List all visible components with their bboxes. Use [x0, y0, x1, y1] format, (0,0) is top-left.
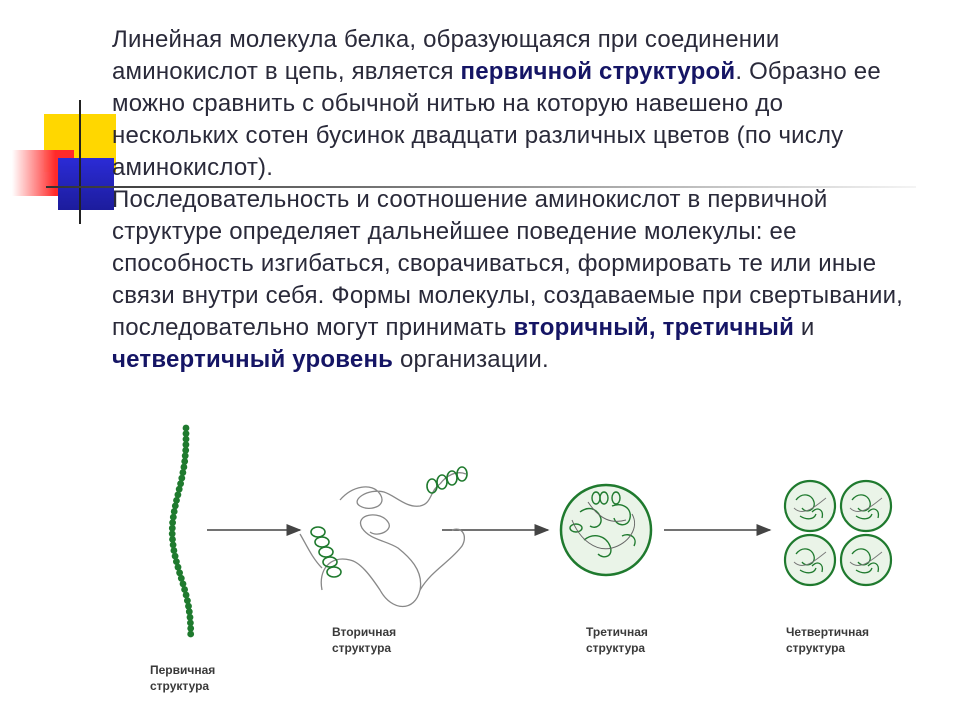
bead [170, 547, 178, 554]
p1-bold-primary: первичной структурой [460, 58, 736, 85]
decor-horizontal-line [46, 186, 916, 188]
caption-secondary-2: структура [332, 641, 391, 655]
bead [171, 502, 179, 510]
bead [168, 524, 176, 532]
p2-bold-tertiary: третичный [662, 314, 795, 341]
caption-tertiary-2: структура [586, 641, 645, 655]
p1-text-c: . Образно ее можно сравнить с обычной ни… [112, 58, 881, 181]
paragraph-2: Последовательность и соотношение аминоки… [112, 184, 912, 376]
caption-quaternary-2: структура [786, 641, 845, 655]
protein-structure-illustration: Первичная структура Вторичная структура … [150, 424, 893, 693]
bead [181, 458, 189, 465]
caption-secondary-1: Вторичная [332, 625, 396, 639]
bead [169, 519, 177, 526]
bead [169, 513, 177, 521]
secondary-structure-illustration [299, 466, 468, 607]
bead [173, 497, 180, 504]
primary-structure-bead-chain [168, 424, 195, 638]
p2-bold-quaternary: четвертичный уровень [112, 346, 394, 373]
bead [169, 536, 176, 543]
bead [187, 619, 194, 627]
caption-tertiary-1: Третичная [586, 625, 648, 639]
decor-vertical-line [79, 100, 81, 224]
bead [174, 563, 182, 571]
caption-quaternary-1: Четвертичная [786, 625, 869, 639]
bead [173, 558, 180, 565]
caption-primary-2: структура [150, 679, 209, 693]
bead [181, 586, 189, 593]
bead [182, 435, 190, 443]
quaternary-subunit [839, 533, 893, 587]
protein-structure-diagram: Первичная структура Вторичная структура … [0, 400, 960, 720]
bead [177, 574, 185, 582]
bead [176, 569, 184, 577]
bead [182, 424, 190, 432]
quaternary-subunit [783, 533, 837, 587]
bead [186, 613, 194, 621]
bead [170, 508, 178, 515]
bead [178, 474, 186, 482]
bead [179, 580, 187, 588]
slide-body-text: Линейная молекула белка, образующаяся пр… [112, 24, 912, 376]
bead [177, 480, 185, 488]
p2-text-c: и [794, 314, 815, 341]
tertiary-structure-illustration [559, 483, 653, 577]
p2-text-a: Последовательность и соотношение аминоки… [112, 186, 904, 341]
bead [182, 441, 190, 449]
bead [180, 463, 188, 471]
bead [184, 597, 191, 604]
bead [185, 602, 192, 610]
quaternary-subunit [783, 479, 837, 533]
bead [187, 630, 195, 638]
bead [174, 491, 182, 499]
p2-space [656, 314, 663, 341]
caption-primary-1: Первичная [150, 663, 215, 677]
paragraph-1: Линейная молекула белка, образующаяся пр… [112, 24, 912, 184]
decor-blue-square [58, 158, 114, 210]
bead [182, 430, 190, 437]
bead [181, 452, 189, 460]
quaternary-subunit [839, 479, 893, 533]
bead [168, 530, 176, 538]
bead [187, 625, 195, 632]
bead [182, 591, 190, 599]
p2-text-d: организации. [393, 346, 549, 373]
bead [169, 541, 177, 549]
p2-bold-secondary: вторичный, [513, 314, 656, 341]
bead [179, 469, 187, 476]
bead [175, 485, 183, 493]
bead [182, 446, 190, 454]
bead [185, 608, 193, 616]
bead [171, 552, 179, 560]
p1-text-a: Линейная молекула белка, образующаяся пр… [112, 26, 780, 85]
quaternary-structure-illustration [783, 479, 893, 587]
